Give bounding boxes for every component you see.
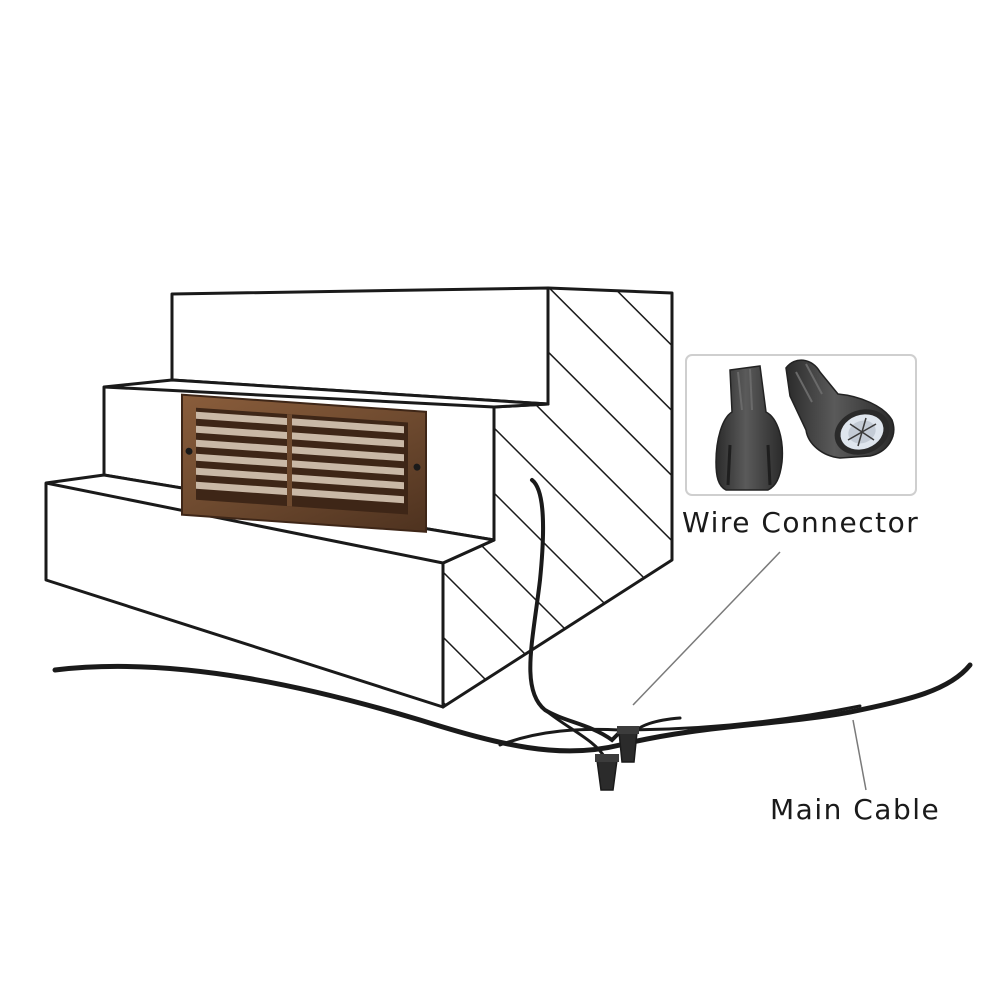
- main-cable-label: Main Cable: [770, 793, 941, 826]
- wire-connector-label: Wire Connector: [682, 506, 920, 539]
- main-cable: [52, 662, 973, 754]
- callout-lines: [632, 551, 867, 791]
- bottom-step: [44, 473, 496, 709]
- wire-nut-icon: [715, 365, 784, 491]
- wire-connector-inset: [685, 354, 917, 496]
- louvered-step-light-icon: [181, 393, 427, 533]
- wire-nut-open-icon: [785, 359, 895, 459]
- wire-nut-on-cable: [595, 726, 639, 791]
